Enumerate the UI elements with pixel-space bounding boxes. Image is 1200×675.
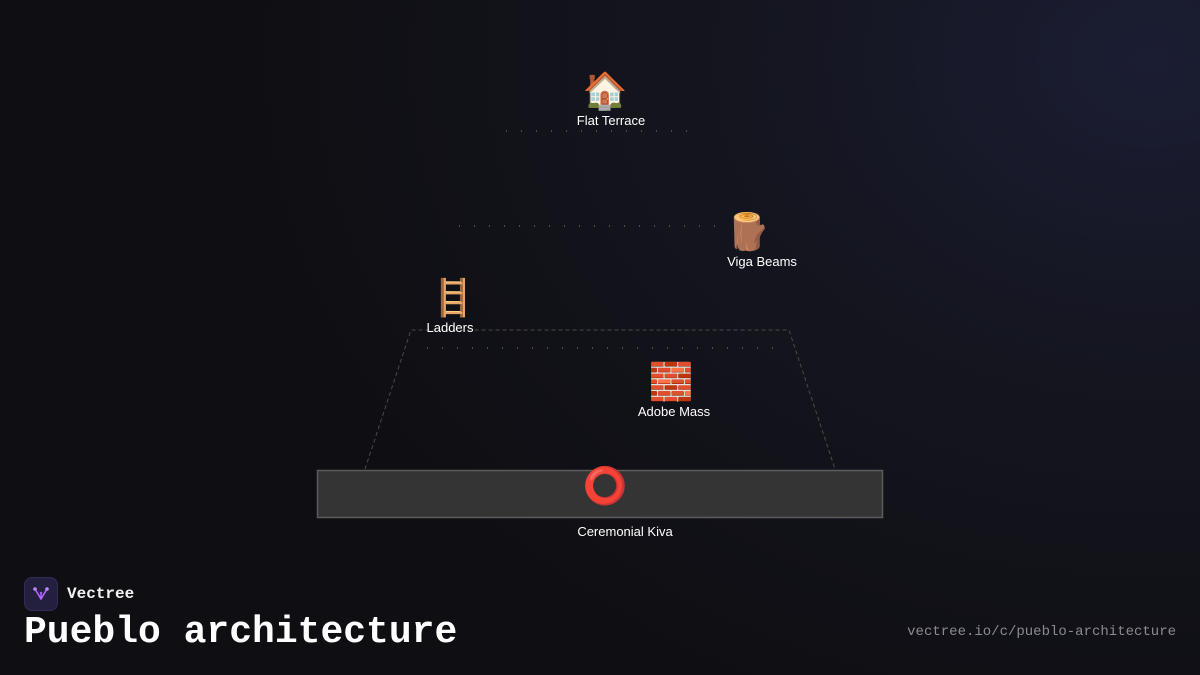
node-label: Ceremonial Kiva bbox=[577, 524, 673, 539]
ladder-icon: 🪜 bbox=[430, 277, 476, 318]
brick-icon: 🧱 bbox=[648, 361, 694, 402]
ring-icon: ⭕ bbox=[582, 465, 628, 506]
node-ladders: 🪜 Ladders bbox=[427, 277, 476, 336]
node-label: Viga Beams bbox=[727, 254, 797, 269]
node-flat-terrace: 🏠 Flat Terrace bbox=[565, 70, 645, 129]
brand[interactable]: Vectree bbox=[24, 577, 134, 611]
log-icon: 🪵 bbox=[725, 211, 771, 252]
node-label: Ladders bbox=[426, 320, 474, 335]
node-ceremonial-kiva: ⭕ Ceremonial Kiva bbox=[537, 465, 672, 540]
vectree-logo-icon bbox=[24, 577, 58, 611]
kiva-base-slab bbox=[316, 469, 884, 519]
node-viga-beams: 🪵 Viga Beams bbox=[699, 211, 797, 270]
node-label: Flat Terrace bbox=[576, 113, 646, 128]
brand-name: Vectree bbox=[67, 585, 135, 603]
node-label: Adobe Mass bbox=[637, 404, 711, 419]
house-icon: 🏠 bbox=[582, 70, 628, 111]
page-title: Pueblo architecture bbox=[24, 611, 458, 654]
adobe-mass-outline bbox=[364, 329, 836, 470]
source-url[interactable]: vectree.io/c/pueblo-architecture bbox=[907, 624, 1176, 640]
node-adobe-mass: 🧱 Adobe Mass bbox=[632, 361, 710, 420]
